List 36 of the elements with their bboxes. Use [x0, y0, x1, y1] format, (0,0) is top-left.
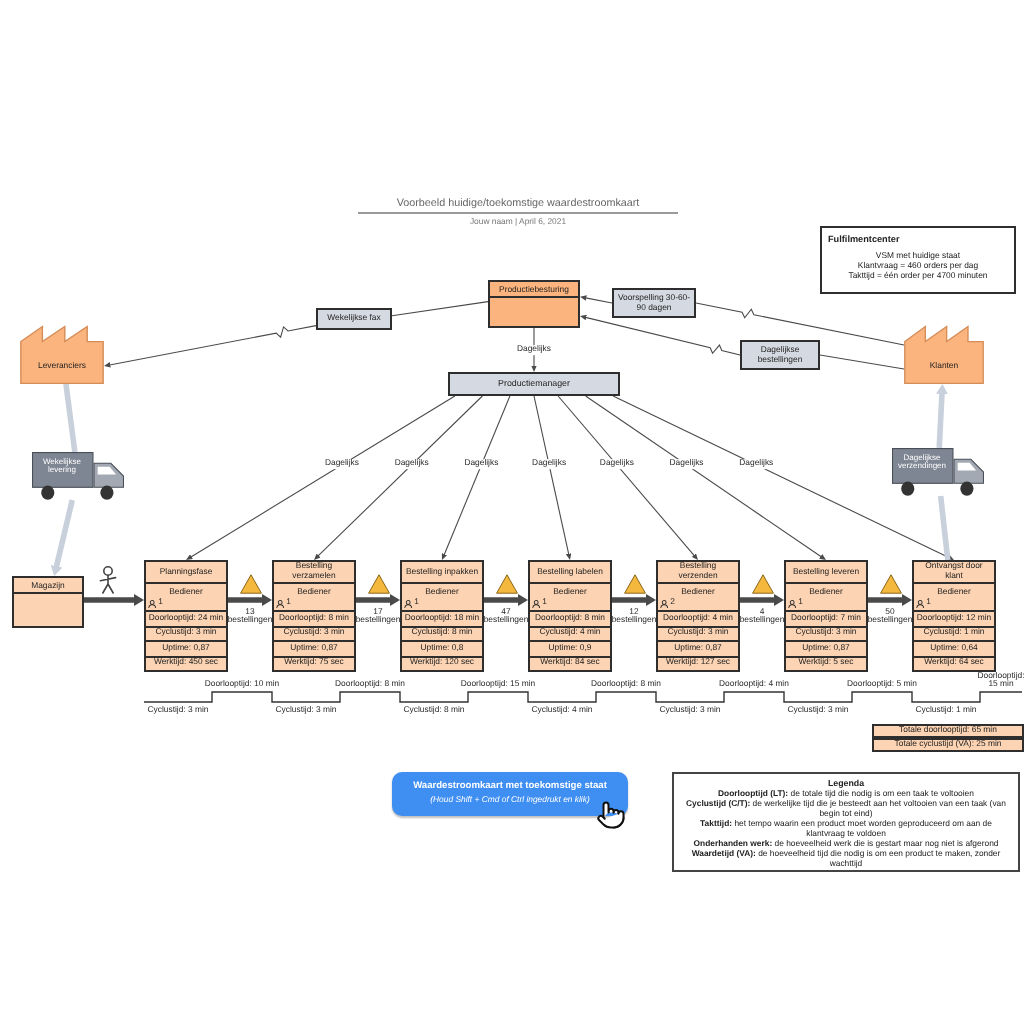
warehouse-box	[12, 576, 84, 628]
thick-connector-line	[937, 495, 951, 561]
summary-panel	[820, 226, 1016, 294]
arrow	[612, 395, 954, 560]
thick-arrow	[84, 595, 144, 605]
process-box	[784, 560, 868, 672]
connector-line	[819, 354, 905, 370]
thick-arrow	[228, 595, 272, 605]
control-box	[488, 280, 580, 328]
arrow	[314, 395, 483, 560]
arrow	[441, 395, 511, 560]
process-box	[656, 560, 740, 672]
arrow	[557, 395, 698, 560]
thick-arrow	[356, 595, 400, 605]
arrow	[585, 395, 826, 560]
process-box	[528, 560, 612, 672]
thick-arrow	[868, 595, 912, 605]
arrow	[533, 395, 572, 560]
arrow	[580, 295, 613, 304]
process-box	[144, 560, 228, 672]
arrow	[531, 327, 537, 372]
process-box	[912, 560, 996, 672]
connector-line	[695, 302, 905, 346]
thick-arrow	[936, 384, 947, 449]
thick-arrow	[740, 595, 784, 605]
connector-line	[391, 301, 489, 317]
legend-panel	[672, 772, 1020, 872]
thick-connector-line	[63, 383, 78, 453]
thick-arrow	[612, 595, 656, 605]
arrow	[580, 314, 741, 356]
arrow	[104, 325, 317, 368]
process-box	[400, 560, 484, 672]
thick-arrow	[484, 595, 528, 605]
arrow	[186, 395, 456, 560]
process-box	[272, 560, 356, 672]
thick-arrow	[51, 499, 75, 576]
